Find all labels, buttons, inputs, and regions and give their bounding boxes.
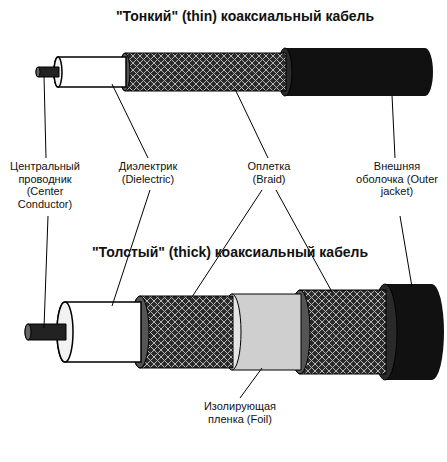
leader-line bbox=[235, 89, 268, 158]
leader-line bbox=[392, 95, 395, 158]
leader-line bbox=[44, 216, 48, 328]
conductor-face bbox=[25, 324, 31, 340]
part-label: Диэлектрик (Dielectric) bbox=[112, 160, 184, 185]
inner-braid bbox=[131, 296, 233, 368]
outer-jacket bbox=[285, 48, 433, 96]
braid bbox=[120, 53, 286, 91]
dielectric bbox=[54, 57, 126, 87]
leader-line bbox=[44, 76, 46, 158]
dielectric bbox=[57, 302, 141, 362]
center-conductor bbox=[36, 67, 59, 77]
part-label: Центральный проводник (Center Conductor) bbox=[4, 160, 86, 211]
leader-line bbox=[400, 216, 412, 287]
cable-heading: "Толстый" (thick) коаксиальный кабель bbox=[50, 244, 410, 260]
leader-line bbox=[112, 84, 148, 158]
center-conductor bbox=[25, 324, 66, 340]
cable-heading: "Тонкий" (thin) коаксиальный кабель bbox=[70, 8, 420, 24]
foil bbox=[223, 294, 301, 370]
leader-line bbox=[276, 190, 332, 292]
leader-line bbox=[240, 368, 262, 398]
outer-braid bbox=[290, 290, 386, 374]
part-label: Изолирующая пленка (Foil) bbox=[188, 400, 292, 425]
conductor-face bbox=[36, 67, 40, 77]
part-label: Внешняя оболочка (Outer jacket) bbox=[356, 160, 438, 198]
part-label: Оплетка (Braid) bbox=[238, 160, 300, 185]
